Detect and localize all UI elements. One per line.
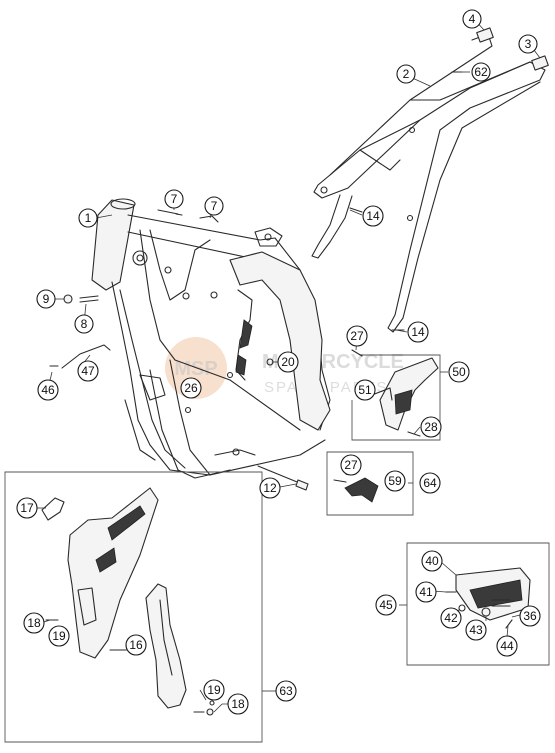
callout-label: 3	[525, 37, 532, 51]
callout-label: 14	[366, 209, 380, 223]
callout-label: 50	[452, 365, 466, 379]
callout-42: 42	[440, 607, 462, 629]
callout-label: 26	[184, 381, 198, 395]
callout-label: 43	[469, 623, 483, 637]
callout-label: 40	[425, 554, 439, 568]
callout-label: 45	[379, 598, 393, 612]
chain-slider-group	[326, 451, 414, 516]
callout-62: 62	[471, 62, 491, 82]
callout-9: 9	[36, 289, 56, 309]
callout-40: 40	[421, 550, 443, 572]
callout-16: 16	[125, 634, 147, 656]
callout-27b: 27	[340, 454, 362, 476]
callout-label: 46	[41, 383, 55, 397]
callout-17: 17	[16, 497, 38, 519]
callout-label: 20	[281, 355, 295, 369]
callout-label: 62	[474, 65, 488, 79]
chain-guide-group	[351, 349, 441, 441]
callout-label: 28	[424, 420, 438, 434]
frame-guard-group	[4, 471, 263, 743]
callout-3: 3	[518, 34, 538, 54]
callout-63: 63	[275, 680, 297, 702]
callout-19b: 19	[203, 679, 225, 701]
callout-label: 42	[444, 611, 458, 625]
callout-label: 1	[85, 211, 92, 225]
callout-14b: 14	[407, 321, 429, 343]
callout-label: 19	[52, 629, 66, 643]
callout-label: 7	[211, 199, 218, 213]
callout-label: 2	[403, 67, 410, 81]
callout-label: 36	[523, 609, 537, 623]
callout-36: 36	[519, 605, 541, 627]
callout-7a: 7	[164, 189, 184, 209]
callout-59: 59	[384, 470, 406, 492]
callout-label: 27	[344, 458, 358, 472]
callout-label: 18	[231, 697, 245, 711]
callout-label: 47	[81, 364, 95, 378]
callout-label: 12	[263, 481, 277, 495]
callout-2: 2	[396, 64, 416, 84]
callout-label: 7	[171, 192, 178, 206]
callout-12: 12	[259, 477, 281, 499]
callout-64: 64	[419, 472, 441, 494]
callout-7b: 7	[204, 196, 224, 216]
callout-26: 26	[180, 377, 202, 399]
watermark-logo-letters: MSP	[174, 358, 217, 380]
callout-4: 4	[462, 9, 482, 29]
callout-14a: 14	[362, 205, 384, 227]
callout-50: 50	[448, 361, 470, 383]
callout-1: 1	[78, 208, 98, 228]
callout-label: 64	[423, 476, 437, 490]
footpeg-group	[406, 542, 550, 666]
callout-label: 51	[358, 383, 372, 397]
callout-47: 47	[77, 360, 99, 382]
callout-41: 41	[415, 581, 437, 603]
callout-label: 16	[129, 638, 143, 652]
callout-45: 45	[375, 594, 397, 616]
hardware	[49, 71, 463, 491]
callout-label: 9	[43, 292, 50, 306]
rear-subframe	[311, 27, 549, 333]
callout-label: 63	[279, 684, 293, 698]
callout-27a: 27	[346, 325, 368, 347]
callout-46: 46	[37, 379, 59, 401]
callout-label: 18	[27, 616, 41, 630]
callout-label: 59	[388, 474, 402, 488]
callout-label: 41	[419, 585, 433, 599]
callout-18b: 18	[227, 693, 249, 715]
callout-label: 44	[500, 639, 514, 653]
callout-43: 43	[465, 619, 487, 641]
main-frame	[91, 198, 331, 479]
callout-label: 17	[20, 501, 34, 515]
callout-label: 8	[81, 317, 88, 331]
callout-51: 51	[354, 379, 376, 401]
callout-44: 44	[496, 635, 518, 657]
callout-label: 27	[350, 329, 364, 343]
callout-label: 14	[411, 325, 425, 339]
callout-28: 28	[420, 416, 442, 438]
callout-18a: 18	[23, 612, 45, 634]
callout-label: 19	[207, 683, 221, 697]
callout-20: 20	[277, 351, 299, 373]
callout-19a: 19	[48, 625, 70, 647]
callout-label: 4	[469, 12, 476, 26]
callout-8: 8	[74, 314, 94, 334]
